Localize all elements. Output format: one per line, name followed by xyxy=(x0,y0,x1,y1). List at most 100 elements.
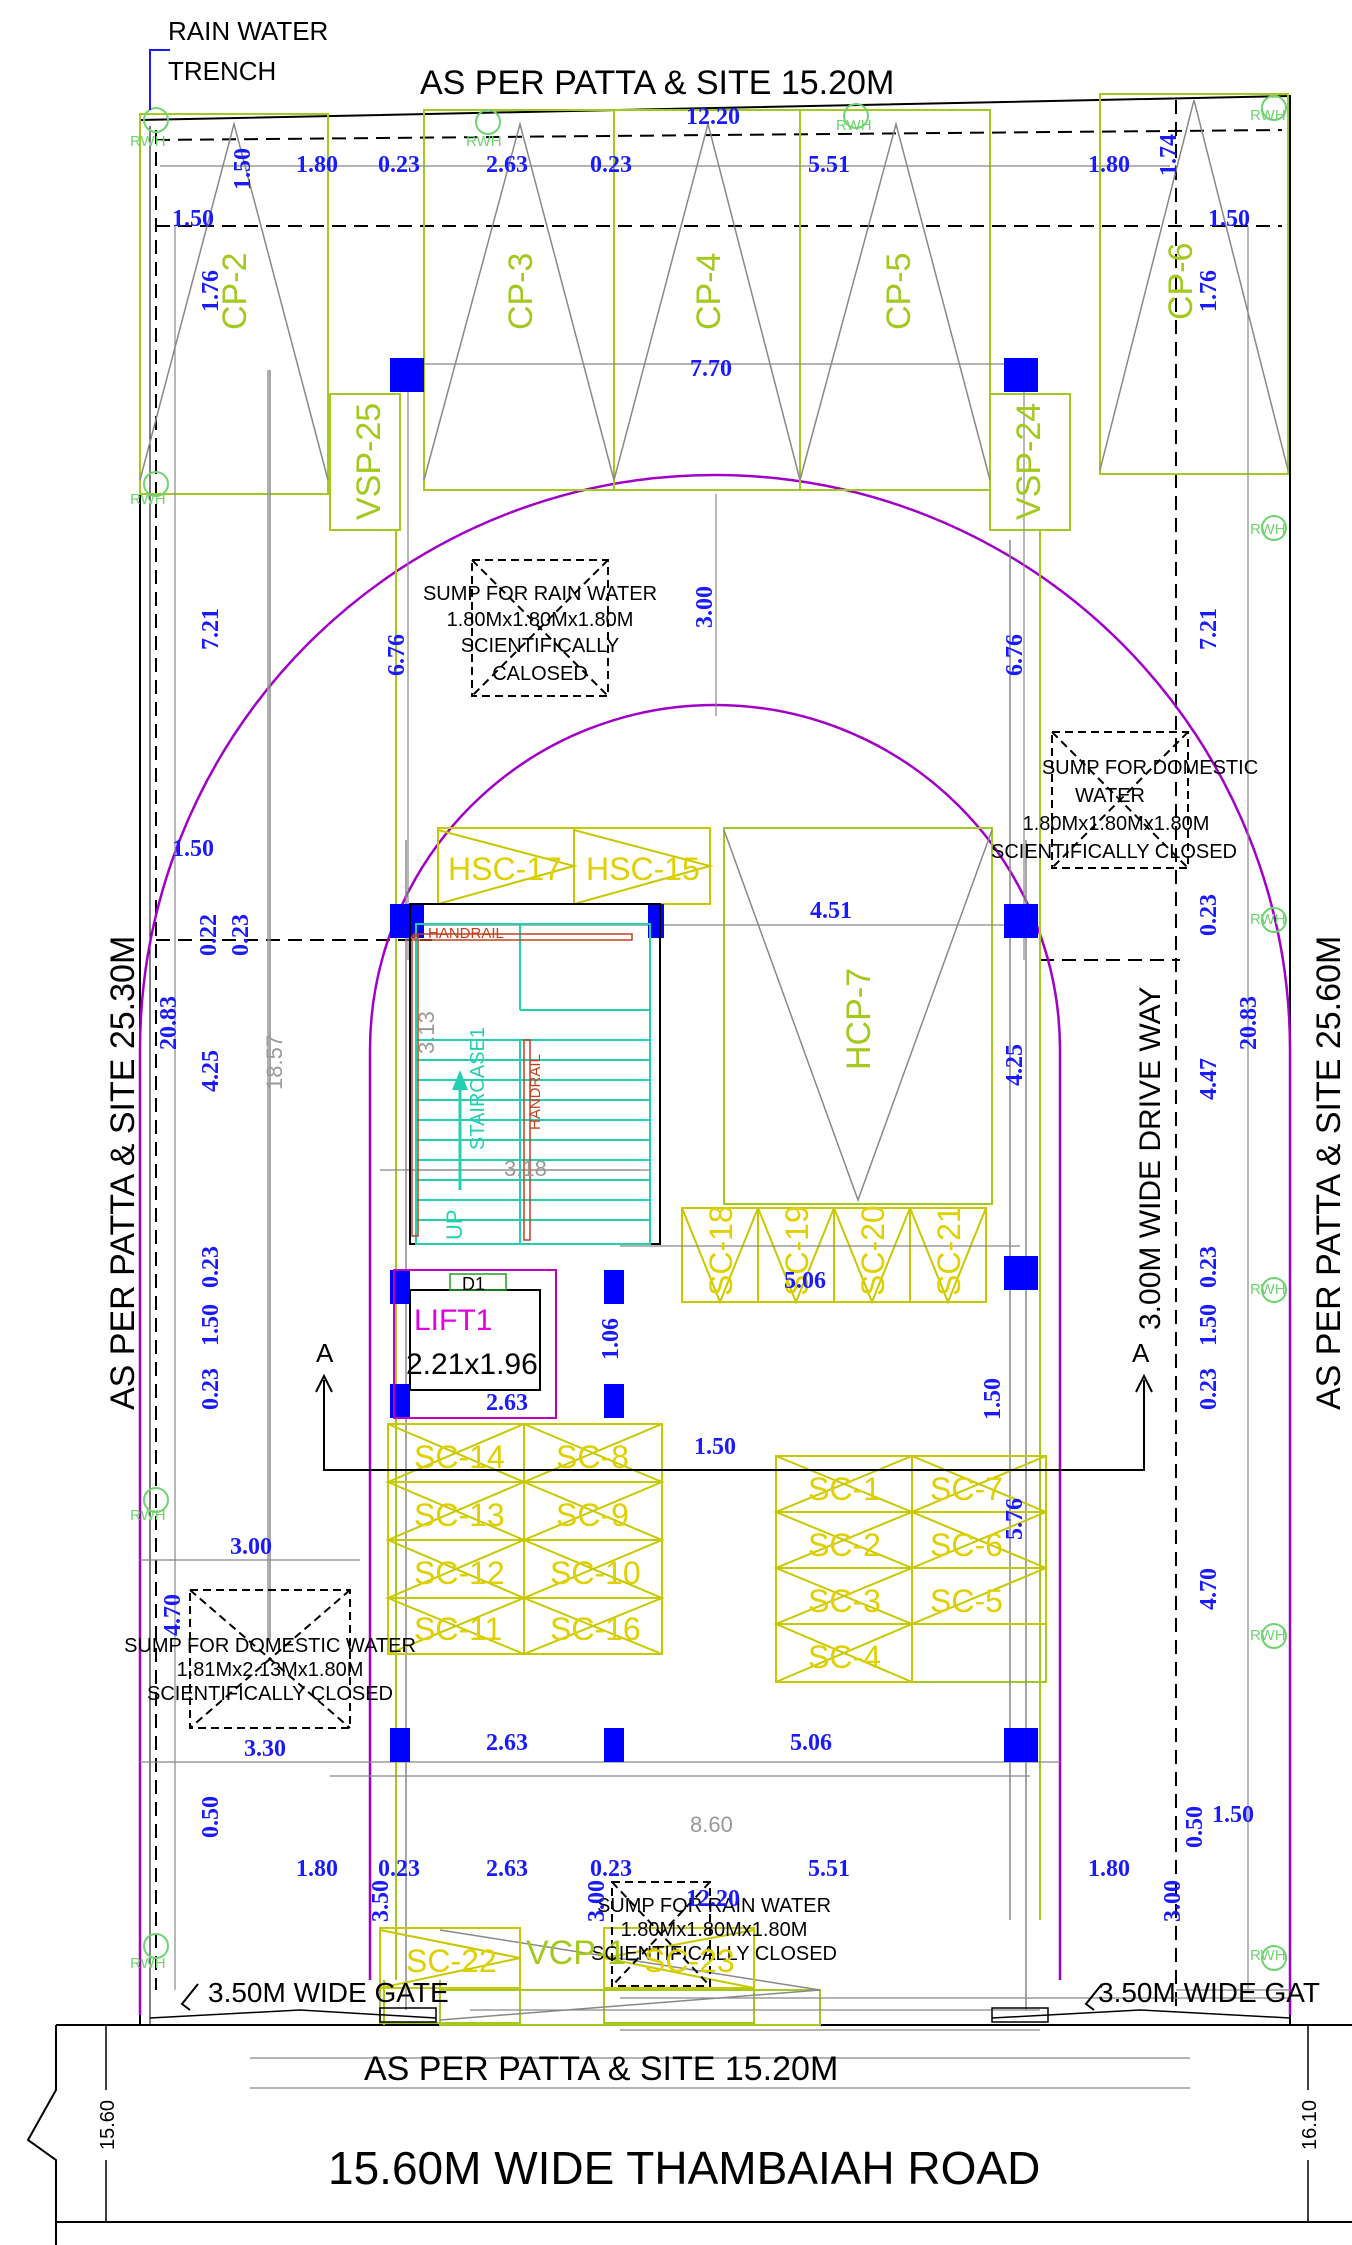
rwh-label: RWH xyxy=(130,1955,166,1972)
gate-left-leader xyxy=(180,1983,199,2011)
dim-bot-2: 0.23 xyxy=(378,1856,420,1882)
dim-1-50-f: 1.50 xyxy=(1212,1802,1254,1828)
rwh-label: RWH xyxy=(1250,521,1286,538)
sump-dom-left-l3: SCIENTIFICALLY CLOSED xyxy=(147,1683,393,1705)
handrail-label-1: HANDRAIL xyxy=(428,925,504,942)
sump-dom-right-l1: SUMP FOR DOMESTIC xyxy=(1042,757,1258,779)
sump-rain-bot-l3: SCIENTIFICALLY CLOSED xyxy=(591,1943,837,1965)
dim-5-76: 5.76 xyxy=(1002,1498,1028,1540)
road-dim-right: 16.10 xyxy=(1299,2100,1321,2150)
lift-label: LIFT1 xyxy=(414,1304,492,1337)
dim-20-83-right: 20.83 xyxy=(1236,996,1262,1050)
dim-6-76-left: 6.76 xyxy=(384,634,410,676)
sc-18-label: SC-18 xyxy=(703,1205,739,1296)
scooter-slots xyxy=(379,827,1049,1989)
rain-trench-label-2: TRENCH xyxy=(168,56,276,86)
cp-5-label: CP-5 xyxy=(880,253,918,330)
cp-3-label: CP-3 xyxy=(502,253,540,330)
dim-3-18: 3.18 xyxy=(504,1156,547,1181)
sc-8-label: SC-8 xyxy=(556,1439,629,1475)
road-dim-markers xyxy=(105,2025,1309,2222)
rwh-label: RWH xyxy=(130,1507,166,1524)
road-name: 15.60M WIDE THAMBAIAH ROAD xyxy=(328,2142,1040,2194)
dim-7-21-left: 7.21 xyxy=(198,608,224,650)
dim-5-06-b: 5.06 xyxy=(790,1730,832,1756)
dim-1-50-e: 1.50 xyxy=(694,1434,736,1460)
left-side-label: AS PER PATTA & SITE 25.30M xyxy=(104,936,142,1410)
hsc-15-label: HSC-15 xyxy=(586,851,700,887)
sump-rain-top-l2: 1.80Mx1.80Mx1.80M xyxy=(447,609,634,631)
lift-door-label: D1 xyxy=(462,1274,485,1294)
sump-dom-left-l2: 1.81Mx2.13Mx1.80M xyxy=(177,1659,364,1681)
dim-3-00-bot: 3.00 xyxy=(584,1880,610,1922)
dim-5-06-a: 5.06 xyxy=(784,1268,826,1294)
vsp-25-label: VSP-25 xyxy=(350,403,388,520)
dim-1-50-c: 1.50 xyxy=(1196,1304,1222,1346)
rwh-label: RWH xyxy=(836,117,872,134)
dim-4-70-right: 4.70 xyxy=(1196,1568,1222,1610)
dim-0-50-left: 0.50 xyxy=(198,1796,224,1838)
gate-right-label: 3.50M WIDE GAT xyxy=(1098,1977,1320,2008)
rwh-label: RWH xyxy=(1250,1627,1286,1644)
dim-3-00-left: 3.00 xyxy=(230,1534,272,1560)
sump-rain-top-l1: SUMP FOR RAIN WATER xyxy=(423,583,657,605)
sc-7-label: SC-7 xyxy=(930,1471,1003,1507)
handrail-label-2: HANDRAIL xyxy=(527,1054,544,1130)
dim-bot-7: 12.20 xyxy=(686,1886,740,1912)
dim-6-76-right: 6.76 xyxy=(1002,634,1028,676)
rwh-label: RWH xyxy=(130,491,166,508)
dim-3-50: 3.50 xyxy=(368,1880,394,1922)
dim-3-00-right: 3.00 xyxy=(1160,1880,1186,1922)
sc-3-label: SC-3 xyxy=(808,1583,881,1619)
road-dim-left: 15.60 xyxy=(97,2100,119,2150)
rwh-label: RWH xyxy=(466,133,502,150)
cp-4-label: CP-4 xyxy=(690,253,728,330)
dim-top-6: 1.80 xyxy=(1088,152,1130,178)
drive-way-label: 3.00M WIDE DRIVE WAY xyxy=(1134,987,1167,1330)
sc-14-label: SC-14 xyxy=(414,1439,505,1475)
sump-rain-top-l4: CALOSED xyxy=(492,663,588,685)
dim-bot-5: 5.51 xyxy=(808,1856,850,1882)
dim-4-47: 4.47 xyxy=(1196,1058,1222,1100)
dim-bot-1: 1.80 xyxy=(296,1856,338,1882)
dim-0-22: 0.22 xyxy=(196,914,222,956)
dim-top-8: 1.50 xyxy=(230,148,256,190)
rwh-label: RWH xyxy=(1250,911,1286,928)
sc-19-label: SC-19 xyxy=(779,1205,815,1296)
sc-2-label: SC-2 xyxy=(808,1527,881,1563)
staircase-outline xyxy=(409,903,661,1245)
dimension-lines xyxy=(140,165,1290,2089)
rwh-pits xyxy=(143,95,1287,1971)
sc-13-label: SC-13 xyxy=(414,1497,505,1533)
dim-0-23-a: 0.23 xyxy=(228,914,254,956)
dim-7-70: 7.70 xyxy=(690,356,732,382)
dim-3-00-top: 3.00 xyxy=(692,586,718,628)
setback-lines xyxy=(155,100,1283,2010)
dim-bot-4: 0.23 xyxy=(590,1856,632,1882)
trench-leader xyxy=(149,49,170,110)
gate-right-leader xyxy=(1084,1983,1103,2011)
lift-size: 2.21x1.96 xyxy=(406,1348,538,1381)
section-a-right: A xyxy=(1132,1338,1150,1368)
stair-up-label: UP xyxy=(442,1209,467,1240)
dim-7-21-right: 7.21 xyxy=(1196,608,1222,650)
sc-10-label: SC-10 xyxy=(550,1555,641,1591)
dim-0-23-f: 0.23 xyxy=(1196,1368,1222,1410)
sump-rain-bot-l2: 1.80Mx1.80Mx1.80M xyxy=(621,1919,808,1941)
dim-4-25-right: 4.25 xyxy=(1002,1044,1028,1086)
sc-20-label: SC-20 xyxy=(855,1205,891,1296)
section-a-left: A xyxy=(316,1338,334,1368)
right-side-label: AS PER PATTA & SITE 25.60M xyxy=(1310,936,1348,1410)
sump-dom-right-l3: 1.80Mx1.80Mx1.80M xyxy=(1023,813,1210,835)
sump-rain-bot-l1: SUMP FOR RAIN WATER xyxy=(597,1895,831,1917)
dim-2-63-lift: 2.63 xyxy=(486,1390,528,1416)
sc-21-label: SC-21 xyxy=(931,1205,967,1296)
dim-3-30: 3.30 xyxy=(244,1736,286,1762)
sc-11-label: SC-11 xyxy=(414,1611,502,1647)
sump-boxes xyxy=(189,559,1189,1987)
dim-4-25-left: 4.25 xyxy=(198,1050,224,1092)
dim-top-2: 0.23 xyxy=(378,152,420,178)
dim-top-7: 12.20 xyxy=(686,104,740,130)
dim-1-50-left: 1.50 xyxy=(172,836,214,862)
sc-9-label: SC-9 xyxy=(556,1497,629,1533)
